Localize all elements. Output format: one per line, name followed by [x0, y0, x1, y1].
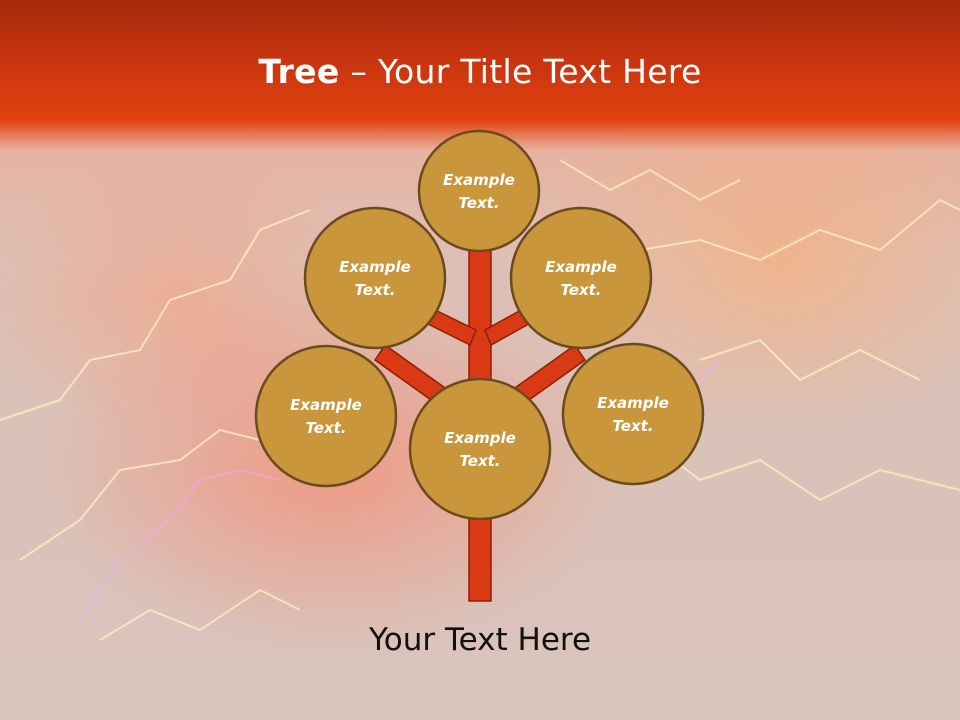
node-upper-right: Example Text.	[509, 206, 653, 350]
node-upper-left-line2: Text.	[354, 281, 395, 299]
node-upper-left-line1: Example	[339, 258, 411, 276]
node-lower-left-line1: Example	[290, 396, 362, 414]
node-center-line1: Example	[444, 429, 516, 447]
node-top: Example Text.	[417, 129, 541, 253]
node-center: Example Text.	[408, 377, 552, 521]
node-lower-left-line2: Text.	[305, 419, 346, 437]
node-upper-right-line1: Example	[545, 258, 617, 276]
node-lower-right-line2: Text.	[612, 417, 653, 435]
node-center-line2: Text.	[459, 452, 500, 470]
node-top-line1: Example	[443, 171, 515, 189]
footer-text: Your Text Here	[368, 622, 592, 658]
node-top-line2: Text.	[458, 194, 499, 212]
node-upper-left: Example Text.	[303, 206, 447, 350]
node-lower-right-line1: Example	[597, 394, 669, 412]
title-rest: – Your Title Text Here	[339, 52, 702, 91]
node-lower-left: Example Text.	[254, 344, 398, 488]
node-upper-right-line2: Text.	[560, 281, 601, 299]
page-title: Tree – Your Title Text Here	[0, 52, 960, 91]
title-strong: Tree	[258, 52, 340, 91]
node-lower-right: Example Text.	[561, 342, 705, 486]
title-bar	[0, 0, 960, 150]
